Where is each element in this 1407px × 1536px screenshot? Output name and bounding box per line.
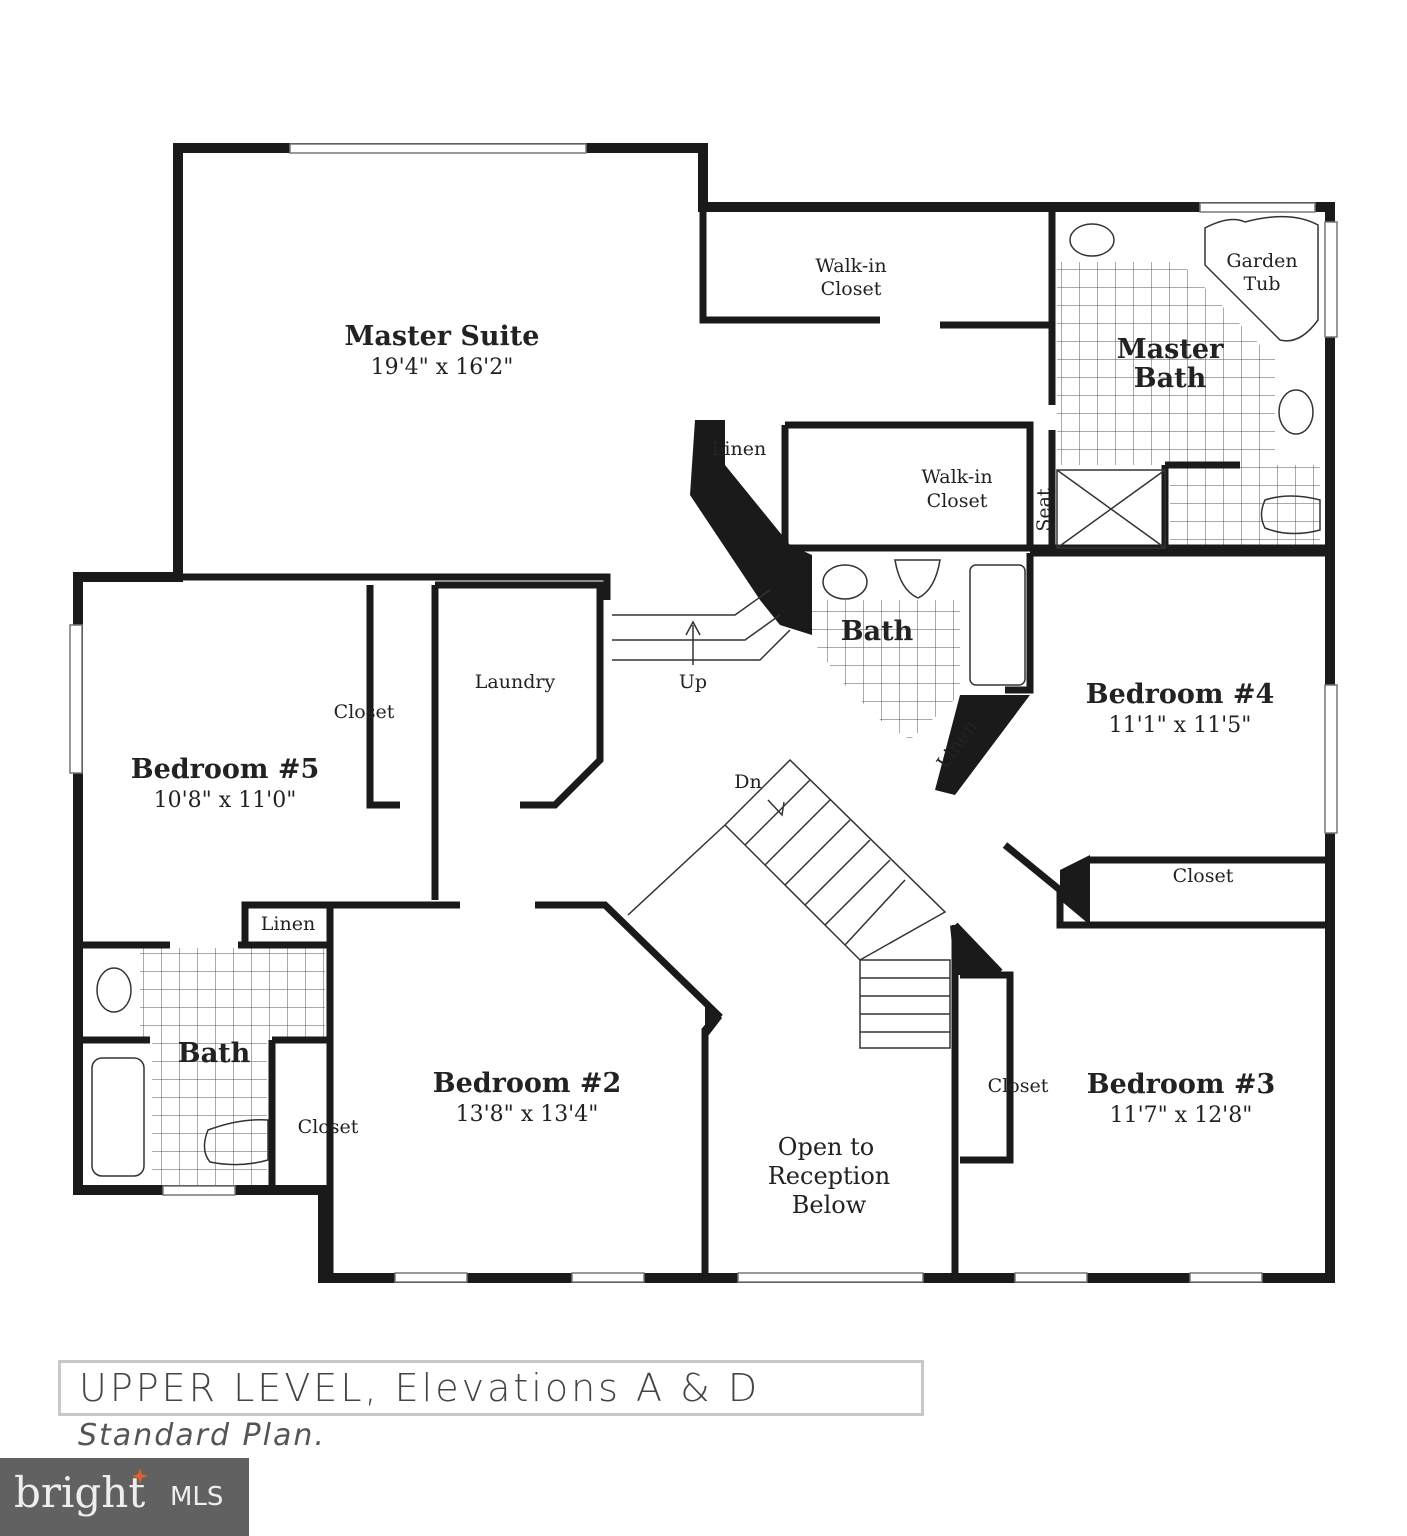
walkin-closet-1-label-2: Closet [821,278,882,300]
bath-b5-label: Bath [178,1038,251,1069]
garden-tub-label: Garden [1226,250,1297,272]
hall-bath-tile [812,600,960,740]
logo-suffix: MLS [170,1482,224,1512]
stairs [612,589,951,1049]
open-reception-label-3: Below [792,1191,867,1219]
bedroom4-dims: 11'1" x 11'5" [1109,713,1252,738]
linen-master-label: Linen [712,438,766,460]
bright-mls-logo: bright MLS [0,1458,249,1536]
bedroom4-label: Bedroom #4 [1086,679,1275,710]
bedroom3-label: Bedroom #3 [1087,1069,1276,1100]
closet-b5-label: Closet [334,701,395,723]
bedroom5-label: Bedroom #5 [131,754,320,785]
master-wc-tile [1170,465,1320,545]
master-suite-dims: 19'4" x 16'2" [371,355,514,380]
interior-walls [78,207,1330,1278]
wedge-b3 [950,925,1005,975]
walkin-closet-2-label-2: Closet [927,490,988,512]
open-reception-label: Open to [778,1133,874,1161]
logo-text: bright [14,1468,146,1517]
exterior-wall [73,143,1335,1283]
diagonal-wall-2 [935,695,1030,795]
walkin-closet-1-label: Walk-in [815,255,886,277]
seat-label: Seat [1033,488,1055,532]
plan-subtitle: Standard Plan. [78,1418,326,1453]
wedge-b4 [1060,855,1090,925]
bedroom2-label: Bedroom #2 [433,1068,622,1099]
windows [69,143,1338,1283]
plan-title: UPPER LEVEL, Elevations A & D [58,1360,924,1416]
stairs-up-label: Up [679,671,707,693]
wedge-b2 [705,1000,722,1040]
master-bath-tile [1057,262,1275,465]
master-bath-label-2: Bath [1134,363,1207,394]
walkin-closet-2-label: Walk-in [921,466,992,488]
master-suite-label: Master Suite [345,321,540,352]
linen-b5-label: Linen [261,913,315,935]
closet-b2-label: Closet [298,1116,359,1138]
stairs-down-label: Dn [734,771,761,793]
fixtures [91,215,1321,1177]
closet-b3-label: Closet [988,1075,1049,1097]
laundry-label: Laundry [475,671,556,693]
hall-bath-label: Bath [841,616,914,647]
master-bath-label: Master [1117,334,1224,365]
closet-b4-label: Closet [1173,865,1234,887]
diagonal-wall [690,420,812,635]
bedroom5-dims: 10'8" x 11'0" [154,788,297,813]
b5-bath-tile [140,948,325,1040]
bedroom2-dims: 13'8" x 13'4" [456,1102,599,1127]
bedroom3-dims: 11'7" x 12'8" [1110,1103,1253,1128]
open-reception-label-2: Reception [768,1162,891,1190]
garden-tub-label-2: Tub [1243,273,1280,295]
